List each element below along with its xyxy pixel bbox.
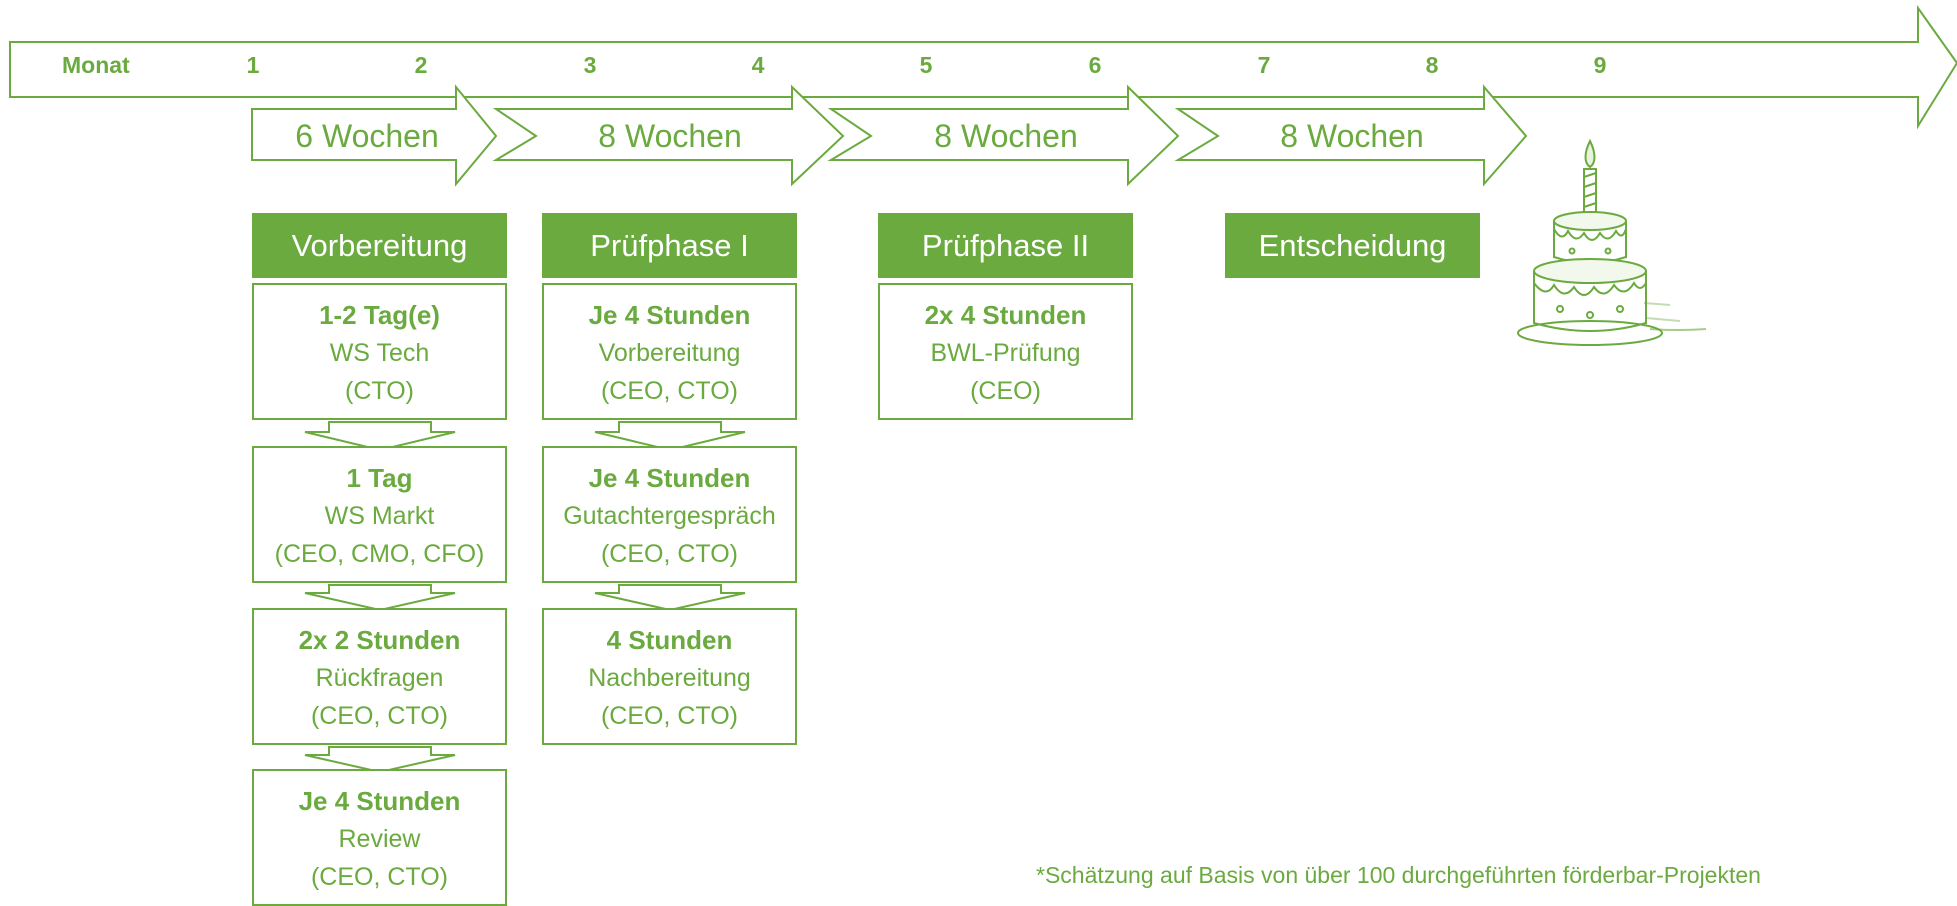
step-duration: 2x 4 Stunden (924, 300, 1087, 330)
duration-label: 6 Wochen (295, 118, 439, 154)
step-box: Je 4 Stunden Vorbereitung (CEO, CTO) (542, 283, 797, 420)
step-participants: (CEO, CTO) (600, 702, 739, 730)
connector-arrow (304, 746, 456, 774)
step-box: Je 4 Stunden Review (CEO, CTO) (252, 769, 507, 906)
connector-arrow (304, 421, 456, 452)
step-activity: Gutachtergespräch (563, 502, 776, 530)
step-box: 4 Stunden Nachbereitung (CEO, CTO) (542, 608, 797, 745)
connector-arrow (594, 584, 746, 612)
duration-arrow-2 (492, 84, 845, 187)
month-4: 4 (751, 52, 765, 78)
step-duration: 1 Tag (346, 463, 413, 493)
step-activity: BWL-Prüfung (930, 339, 1081, 367)
step-duration: 1-2 Tag(e) (319, 300, 440, 330)
duration-arrow-3 (827, 84, 1180, 187)
timeline-arrow (9, 4, 1957, 130)
step-box: 1 Tag WS Markt (CEO, CMO, CFO) (252, 446, 507, 583)
step-participants: (CEO, CTO) (600, 377, 739, 405)
step-activity: WS Markt (324, 502, 435, 530)
step-box: 2x 4 Stunden BWL-Prüfung (CEO) (878, 283, 1133, 420)
phase-header-pruefphase-1: Prüfphase I (542, 213, 797, 278)
step-duration: 2x 2 Stunden (298, 625, 461, 655)
month-9: 9 (1593, 52, 1607, 78)
duration-arrow-1 (251, 84, 498, 187)
footnote: *Schätzung auf Basis von über 100 durchg… (1036, 862, 1761, 888)
duration-arrow-4 (1174, 84, 1528, 187)
month-1: 1 (246, 52, 260, 78)
step-activity: Nachbereitung (588, 664, 751, 692)
month-6: 6 (1088, 52, 1102, 78)
connector-arrow (594, 421, 746, 452)
step-participants: (CEO, CTO) (600, 540, 739, 568)
timeline-label: Monat (62, 52, 130, 78)
month-8: 8 (1425, 52, 1439, 78)
duration-label: 8 Wochen (1280, 118, 1424, 154)
phase-header-entscheidung: Entscheidung (1225, 213, 1480, 278)
month-7: 7 (1257, 52, 1271, 78)
step-box: 1-2 Tag(e) WS Tech (CTO) (252, 283, 507, 420)
phase-header-vorbereitung: Vorbereitung (252, 213, 507, 278)
step-participants: (CEO) (970, 377, 1041, 405)
month-5: 5 (919, 52, 933, 78)
step-duration: Je 4 Stunden (588, 463, 751, 493)
step-box: Je 4 Stunden Gutachtergespräch (CEO, CTO… (542, 446, 797, 583)
step-participants: (CEO, CMO, CFO) (274, 540, 485, 568)
step-duration: Je 4 Stunden (588, 300, 751, 330)
duration-label: 8 Wochen (934, 118, 1078, 154)
month-2: 2 (414, 52, 428, 78)
step-activity: Rückfragen (315, 664, 444, 692)
duration-label: 8 Wochen (598, 118, 742, 154)
step-participants: (CEO, CTO) (310, 702, 449, 730)
birthday-cake-icon (1517, 138, 1707, 346)
step-activity: Vorbereitung (598, 339, 741, 367)
step-participants: (CTO) (345, 377, 414, 405)
step-box: 2x 2 Stunden Rückfragen (CEO, CTO) (252, 608, 507, 745)
month-3: 3 (583, 52, 597, 78)
step-participants: (CEO, CTO) (310, 863, 449, 891)
step-activity: Review (338, 825, 421, 853)
step-activity: WS Tech (329, 339, 430, 367)
step-duration: 4 Stunden (606, 625, 733, 655)
connector-arrow (304, 584, 456, 612)
phase-header-pruefphase-2: Prüfphase II (878, 213, 1133, 278)
step-duration: Je 4 Stunden (298, 786, 461, 816)
